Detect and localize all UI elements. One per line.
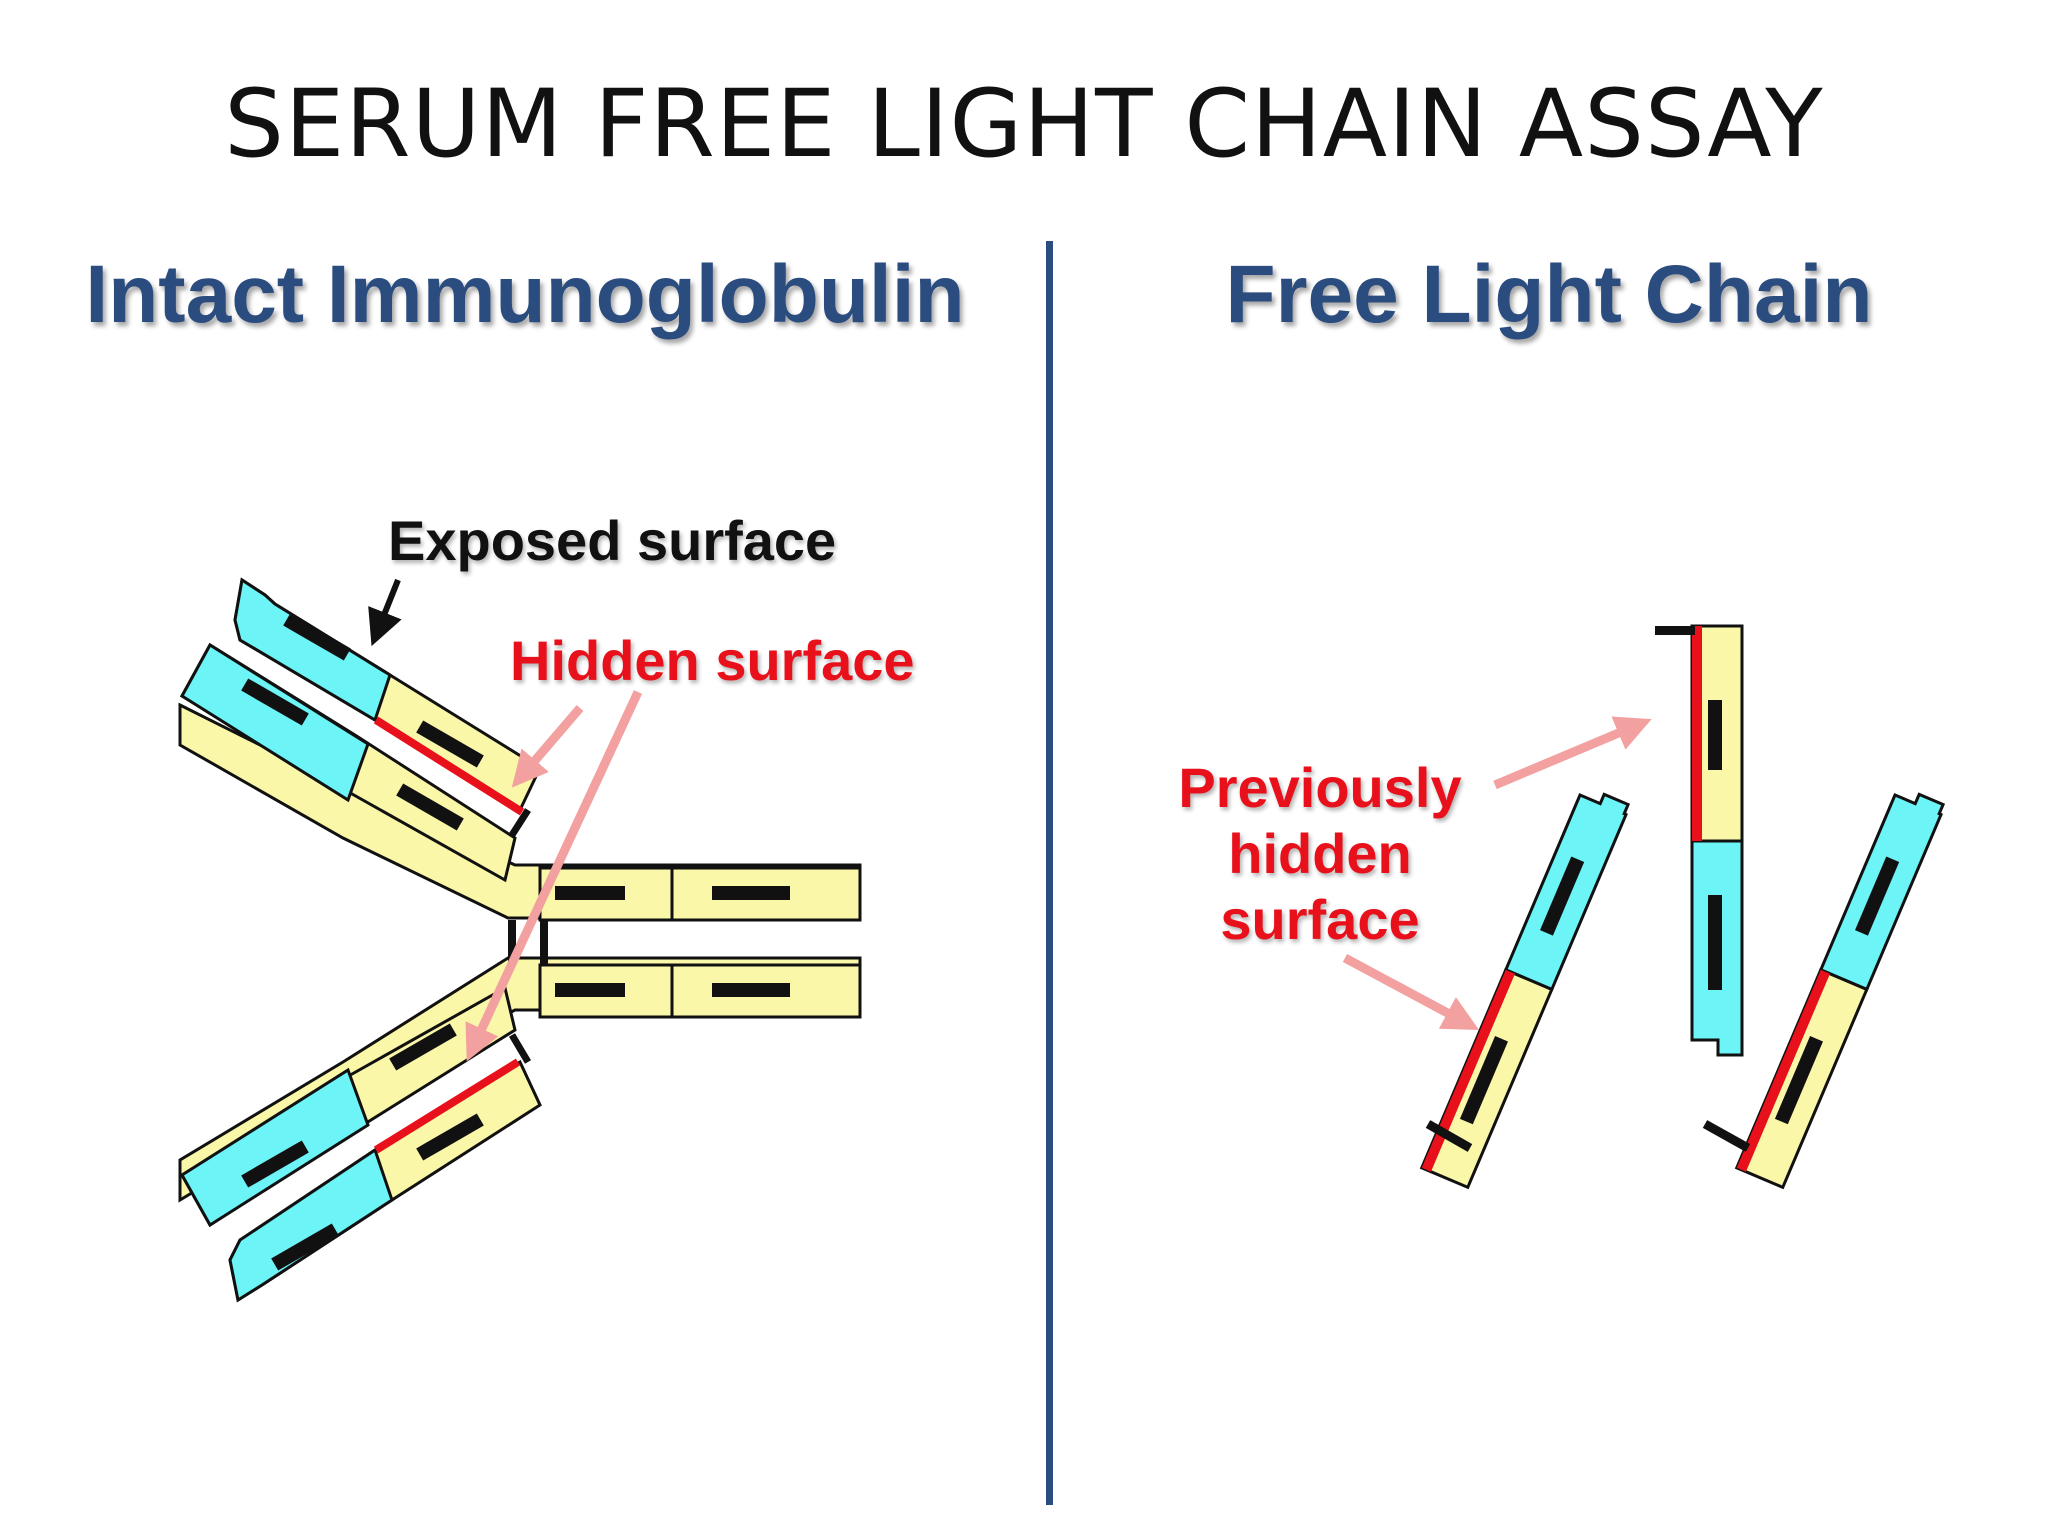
previously-hidden-arrow-upper [1493, 716, 1652, 790]
exposed-surface-arrow [368, 578, 402, 647]
hidden-surface-lower [373, 1058, 521, 1154]
free-light-chain-tilted-1 [1419, 792, 1631, 1190]
previously-hidden-arrow-lower [1342, 954, 1480, 1030]
heading-free-light-chain: Free Light Chain [1225, 249, 1873, 340]
free-light-chain-vertical [1655, 624, 1744, 1057]
hidden-surface-arrow-upper [511, 705, 584, 788]
label-previously-hidden-surface: Previously hidden surface [1178, 756, 1462, 951]
hidden-surface-arrow-lower [465, 690, 643, 1062]
free-light-chain-tilted-2 [1734, 792, 1946, 1190]
heavy-chain-variable-domain-lower [179, 1067, 370, 1228]
antibody-structure [178, 577, 862, 1303]
label-exposed-surface: Exposed surface [388, 509, 837, 572]
hinge-bond [508, 920, 516, 965]
free-light-chains [1419, 624, 1946, 1190]
heavy-chain-variable-domain-upper [180, 642, 370, 803]
domain-bars [241, 613, 790, 1271]
label-hidden-surface: Hidden surface [510, 629, 915, 692]
hinge-bond [540, 920, 548, 965]
slide-title: SERUM FREE LIGHT CHAIN ASSAY [224, 70, 1824, 179]
heading-intact-immunoglobulin: Intact Immunoglobulin [85, 249, 965, 340]
light-chain-variable-domain-lower [228, 1147, 394, 1303]
panel-divider [1046, 241, 1053, 1505]
hidden-surface-upper [373, 716, 525, 816]
